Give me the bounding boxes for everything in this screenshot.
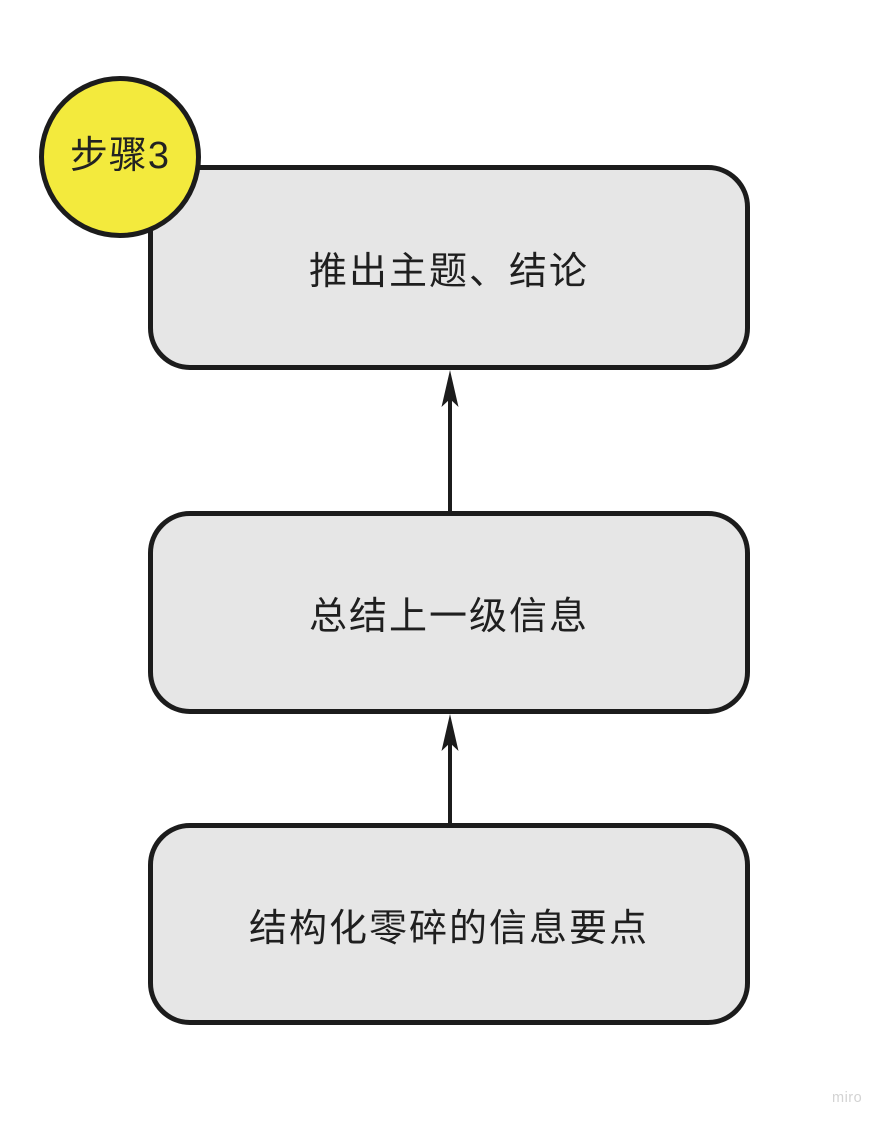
up-arrow-connector-bottom-to-middle <box>441 714 459 823</box>
step-badge-label: 步骤3 <box>69 134 171 177</box>
step-badge: 步骤3 <box>39 76 201 238</box>
flow-node-structure: 结构化零碎的信息要点 <box>148 823 750 1025</box>
flow-node-conclusion-label: 推出主题、结论 <box>308 251 589 293</box>
miro-watermark: miro <box>832 1090 863 1106</box>
up-arrow-connector-middle-to-top <box>441 370 459 511</box>
flow-node-summarize: 总结上一级信息 <box>148 511 750 714</box>
flow-node-summarize-label: 总结上一级信息 <box>308 596 589 638</box>
flow-node-conclusion: 推出主题、结论 <box>148 165 750 370</box>
flow-node-structure-label: 结构化零碎的信息要点 <box>248 907 649 950</box>
